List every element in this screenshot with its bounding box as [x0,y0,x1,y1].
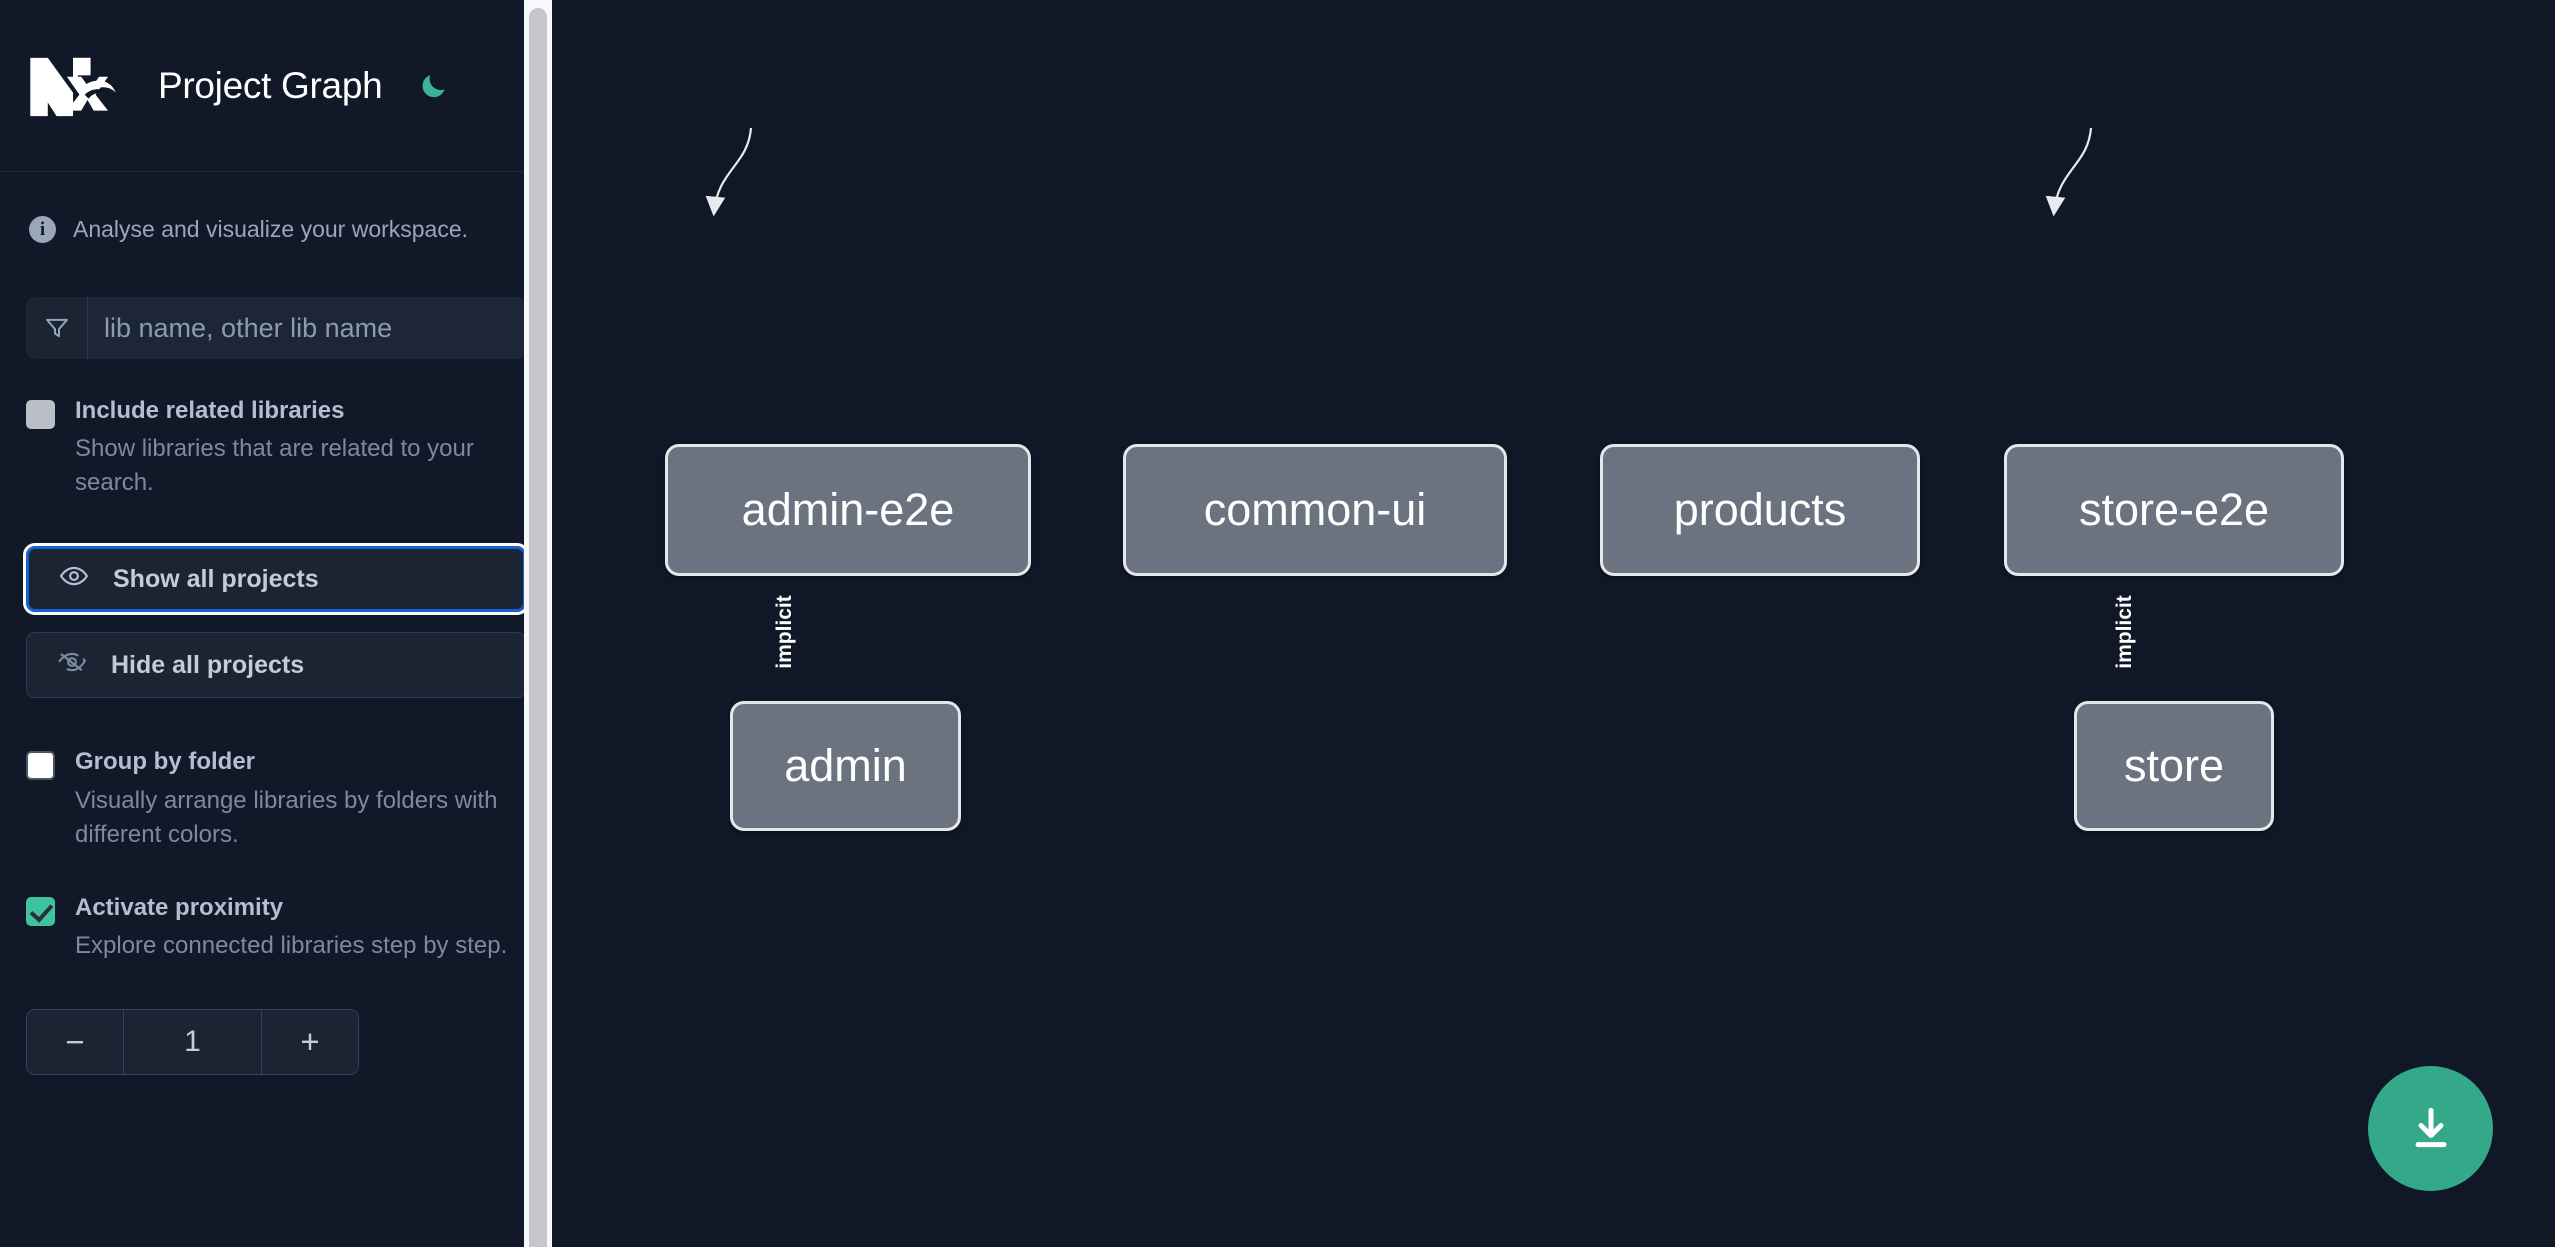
option-label: Group by folder [75,748,255,776]
search-box [26,297,526,359]
node-label: store-e2e [2078,484,2270,535]
node-label: common-ui [1203,484,1427,535]
option-activate-proximity[interactable]: Activate proximity Explore connected lib… [26,892,526,963]
edge-label-admin-implicit: implicit [772,595,796,669]
graph-node-admin[interactable]: admin [730,701,961,831]
workspace-hint: i Analyse and visualize your workspace. [26,172,526,243]
search-input[interactable] [88,297,526,359]
option-label: Include related libraries [75,397,345,424]
node-label: admin [784,740,907,791]
option-texts: Activate proximity Explore connected lib… [75,892,507,963]
activate-proximity-checkbox[interactable] [26,896,55,926]
option-label: Activate proximity [75,893,284,921]
eye-icon [59,561,89,598]
show-all-projects-button[interactable]: Show all projects [23,543,529,616]
nx-logo-icon [26,52,124,120]
download-graph-button[interactable] [2368,1066,2493,1191]
graph-canvas[interactable]: admin-e2e common-ui products store-e2e a… [552,0,2555,1247]
graph-node-admin-e2e[interactable]: admin-e2e [665,444,1031,576]
option-texts: Include related libraries Show libraries… [75,395,515,500]
workspace-hint-text: Analyse and visualize your workspace. [73,216,469,242]
option-description: Show libraries that are related to your … [75,435,474,497]
edge-label-store-implicit: implicit [2112,595,2136,669]
sidebar-header: Project Graph [0,0,552,172]
option-include-related-libraries[interactable]: Include related libraries Show libraries… [26,395,526,500]
hide-all-projects-button[interactable]: Hide all projects [26,632,526,699]
show-all-projects-label: Show all projects [113,564,319,593]
option-texts: Group by folder Visually arrange librari… [75,746,515,851]
moon-icon[interactable] [414,66,454,106]
visibility-buttons: Show all projects Hide all projects [23,543,529,699]
download-icon [2415,1107,2446,1147]
sidebar: Project Graph i Analyse and visualize yo… [0,0,552,1247]
sidebar-scrollbar[interactable] [524,0,552,1247]
graph-edges [705,127,2093,217]
hide-all-projects-label: Hide all projects [111,650,305,679]
graph-node-store-e2e[interactable]: store-e2e [2004,444,2344,576]
group-by-folder-checkbox[interactable] [26,751,55,781]
sidebar-scrollbar-thumb[interactable] [529,8,547,1247]
node-label: admin-e2e [741,484,955,535]
option-group-by-folder[interactable]: Group by folder Visually arrange librari… [26,746,526,851]
option-description: Explore connected libraries step by step… [75,931,508,959]
proximity-value: 1 [124,1009,261,1074]
proximity-decrement-button[interactable]: − [27,1009,124,1074]
node-label: store [2123,740,2225,791]
sidebar-body: i Analyse and visualize your workspace. … [0,172,552,1075]
graph-node-products[interactable]: products [1600,444,1920,576]
option-description: Visually arrange libraries by folders wi… [75,786,498,848]
include-related-libraries-checkbox[interactable] [26,400,55,429]
proximity-stepper: − 1 + [26,1008,359,1075]
page-title: Project Graph [158,64,383,106]
graph-node-store[interactable]: store [2074,701,2274,831]
eye-off-icon [57,647,87,684]
graph-node-common-ui[interactable]: common-ui [1123,444,1507,576]
proximity-increment-button[interactable]: + [261,1009,358,1074]
info-icon: i [29,216,56,243]
node-label: products [1673,484,1847,535]
filter-icon [26,297,88,359]
